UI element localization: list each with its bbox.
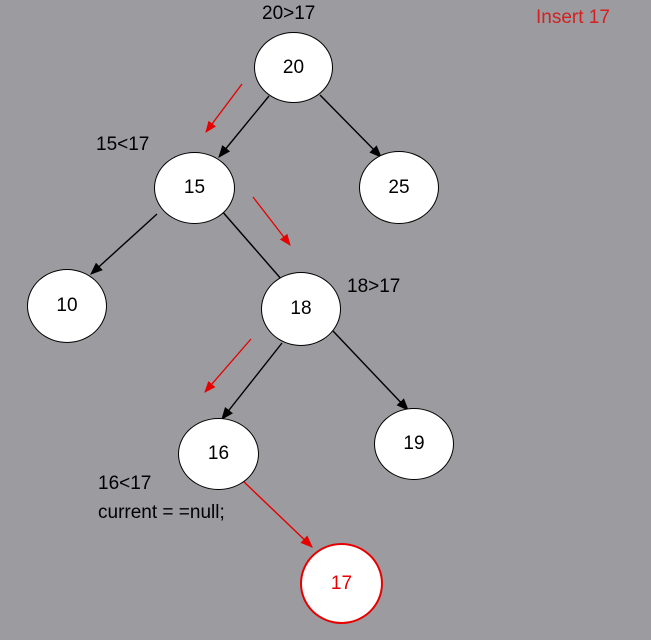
search-arrow-3 <box>204 338 252 393</box>
diagram-title: Insert 17 <box>536 7 610 28</box>
edge-20-15 <box>218 95 270 158</box>
search-arrow-1 <box>205 83 243 133</box>
edge-18-19 <box>332 330 409 411</box>
tree-node-18: 18 <box>261 272 341 346</box>
tree-node-10: 10 <box>27 269 107 343</box>
comparison-16: 16<17 <box>98 473 152 494</box>
current-null-note: current = =null; <box>98 502 225 523</box>
edge-18-16 <box>221 342 283 420</box>
tree-node-20: 20 <box>254 32 333 103</box>
tree-node-25: 25 <box>359 151 439 224</box>
edge-20-25 <box>319 94 382 158</box>
search-arrow-2 <box>252 196 291 246</box>
comparison-20: 20>17 <box>262 3 316 24</box>
comparison-18: 18>17 <box>347 276 401 297</box>
edge-15-18 <box>220 209 290 289</box>
tree-node-15: 15 <box>154 152 235 224</box>
edge-15-10 <box>90 213 158 275</box>
comparison-15: 15<17 <box>96 134 150 155</box>
tree-node-19: 19 <box>374 408 454 480</box>
edge-16-17-new <box>241 479 313 548</box>
tree-node-16: 16 <box>178 418 259 490</box>
tree-node-17-inserted: 17 <box>300 543 383 624</box>
